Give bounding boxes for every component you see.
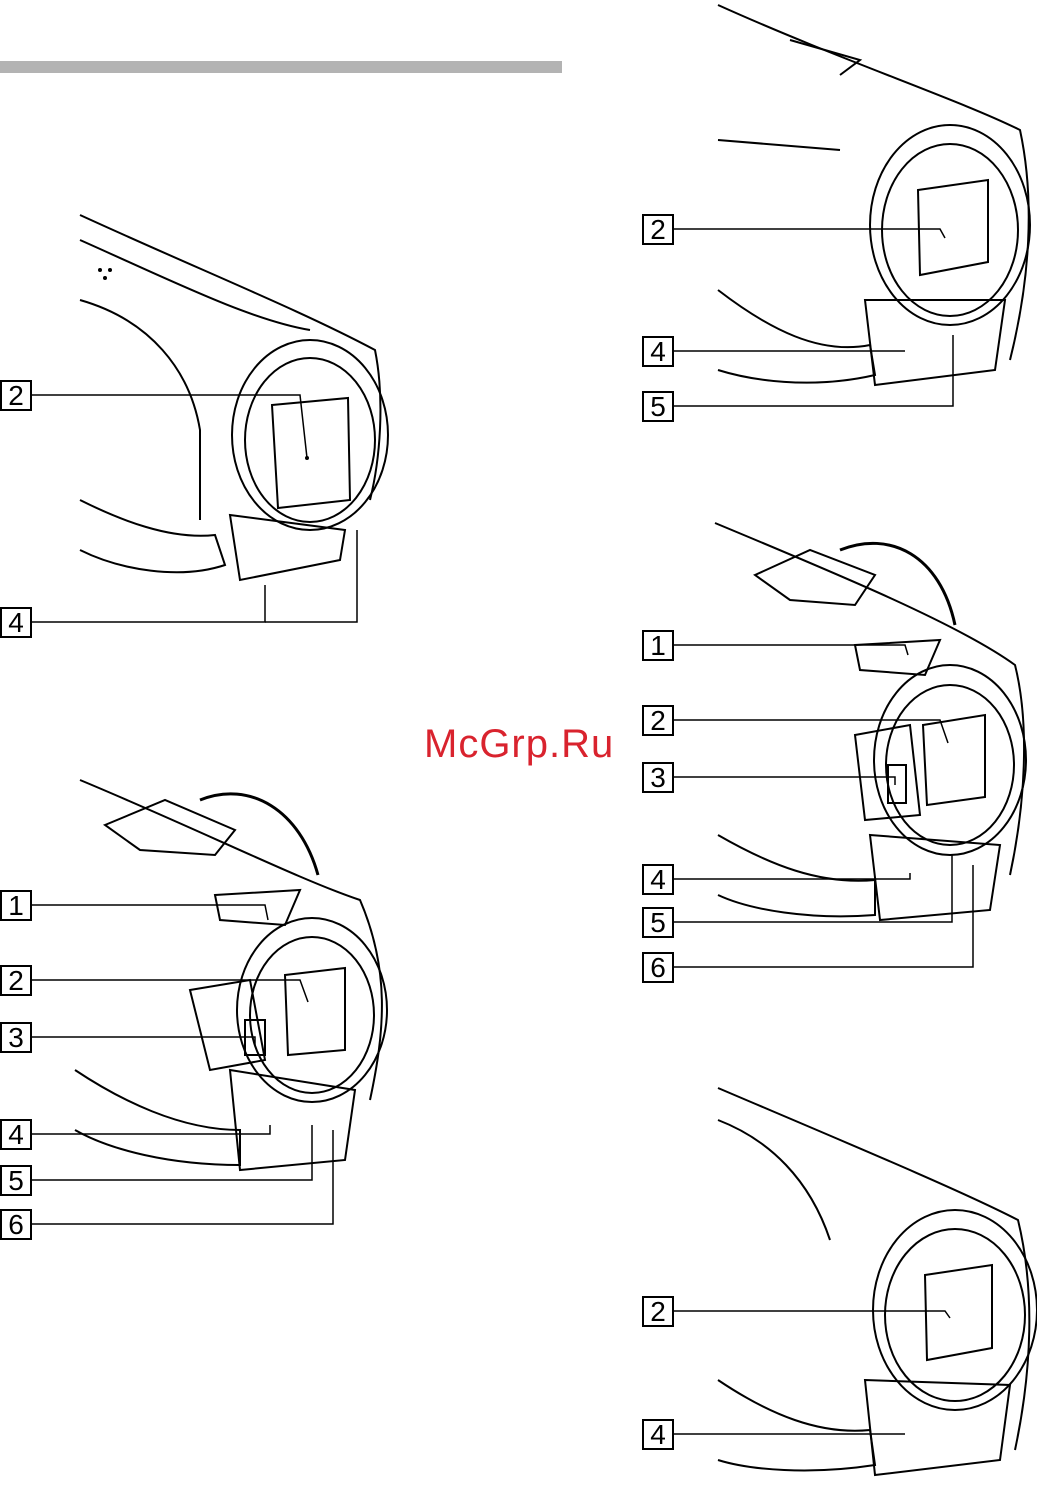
watermark: McGrp.Ru [424,722,614,767]
callout-1: 1 [642,630,674,661]
camcorder-illustration [0,770,420,1250]
callout-4: 4 [642,864,674,895]
callout-4: 4 [642,336,674,367]
camcorder-figure-right-bottom: 2 4 [640,1080,1037,1491]
camcorder-illustration [640,515,1037,995]
camcorder-figure-right-mid: 1 2 3 4 5 6 [640,515,1037,995]
camcorder-illustration [0,200,420,650]
callout-4: 4 [642,1419,674,1450]
callout-2: 2 [0,965,32,996]
callout-2: 2 [0,380,32,411]
callout-1: 1 [0,890,32,921]
callout-2: 2 [642,214,674,245]
callout-2: 2 [642,1296,674,1327]
callout-2: 2 [642,705,674,736]
callout-4: 4 [0,607,32,638]
callout-5: 5 [642,907,674,938]
callout-3: 3 [0,1022,32,1053]
callout-6: 6 [0,1209,32,1240]
camcorder-illustration [640,1080,1037,1491]
callout-5: 5 [0,1165,32,1196]
camcorder-illustration [640,0,1037,430]
camcorder-figure-left-bottom: 1 2 3 4 5 6 [0,770,420,1250]
camcorder-figure-right-top: 2 4 5 [640,0,1037,430]
callout-3: 3 [642,762,674,793]
callout-5: 5 [642,391,674,422]
section-rule [0,61,562,73]
camcorder-figure-left-top: 2 4 [0,200,420,650]
callout-4: 4 [0,1119,32,1150]
callout-6: 6 [642,952,674,983]
